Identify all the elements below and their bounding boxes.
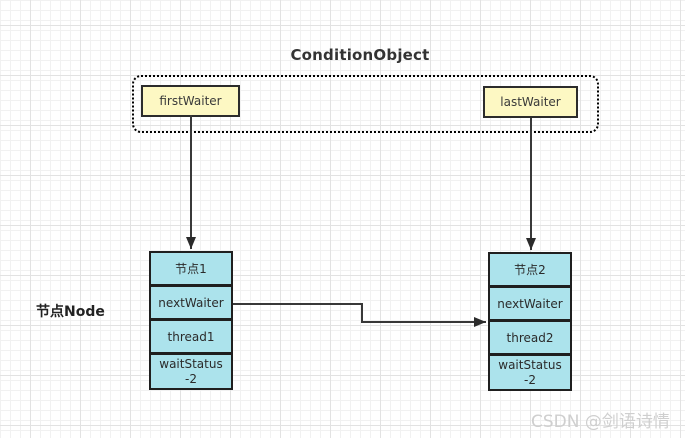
arrow-node1-nextwaiter-to-node2 (233, 303, 486, 327)
node-1-waitstatus-cell: waitStatus -2 (151, 352, 231, 388)
diagram-title: ConditionObject (290, 46, 430, 64)
node-2-waitstatus-cell: waitStatus -2 (490, 353, 570, 389)
node-2-thread-cell: thread2 (490, 319, 570, 353)
node-1-nextwaiter-cell: nextWaiter (151, 284, 231, 318)
node-2-waitstatus-label: waitStatus (498, 357, 562, 372)
node-2-waitstatus-value: -2 (524, 372, 536, 387)
first-waiter-box: firstWaiter (141, 85, 240, 117)
node-2-nextwaiter-cell: nextWaiter (490, 285, 570, 319)
node-1-thread-cell: thread1 (151, 318, 231, 352)
node-1-title-cell: 节点1 (175, 262, 207, 276)
node-2: 节点2 nextWaiter thread2 waitStatus -2 (488, 252, 572, 391)
watermark: CSDN @剑语诗情 (531, 412, 670, 432)
last-waiter-label: lastWaiter (500, 95, 561, 109)
condition-object-container (132, 75, 599, 133)
node-1-waitstatus-label: waitStatus (159, 356, 223, 371)
first-waiter-label: firstWaiter (159, 94, 222, 108)
node-1-waitstatus-value: -2 (185, 371, 197, 386)
node-1: 节点1 nextWaiter thread1 waitStatus -2 (149, 251, 233, 390)
node-2-title-cell: 节点2 (514, 263, 546, 277)
node-side-label: 节点Node (36, 304, 105, 320)
last-waiter-box: lastWaiter (483, 86, 578, 118)
